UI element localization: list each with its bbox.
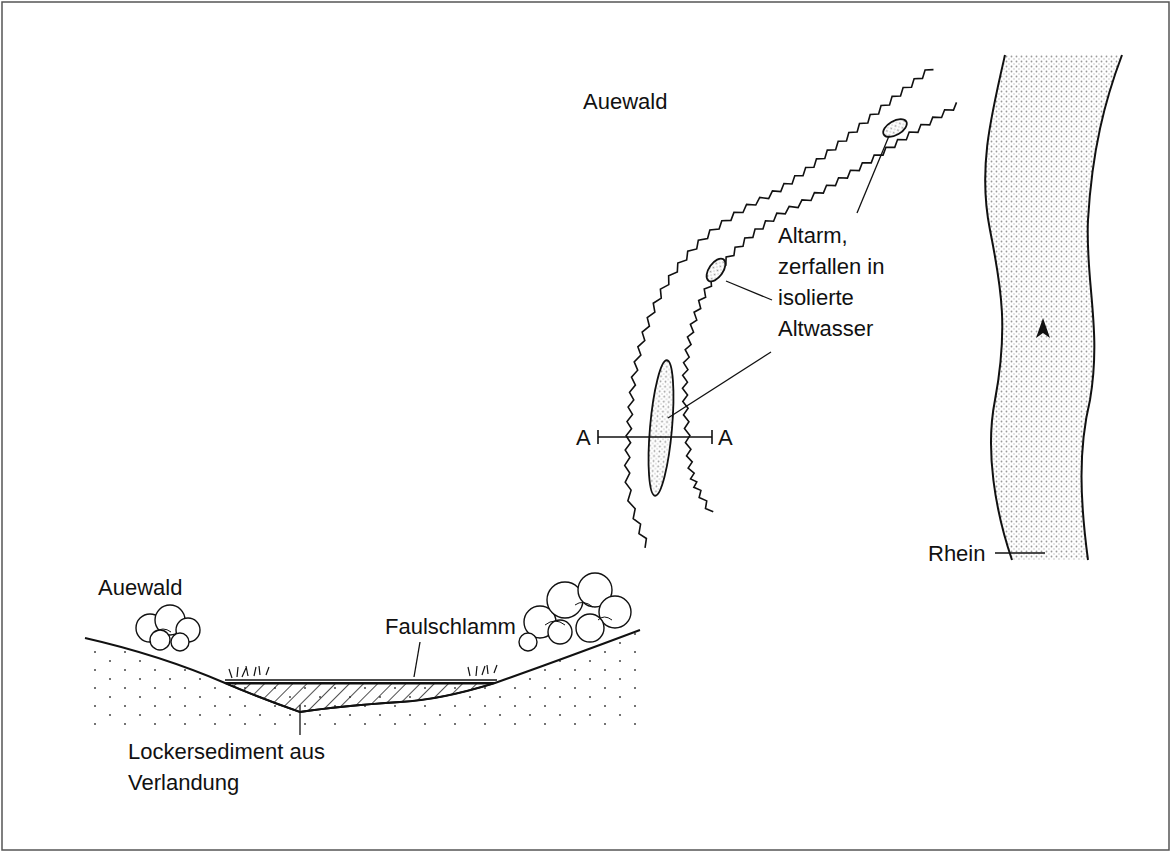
callout-label: Altarm, zerfallen in isolierte Altwasser — [778, 220, 918, 344]
section-letter: A — [718, 422, 733, 453]
leader-line — [726, 281, 772, 300]
river-fill — [985, 55, 1122, 560]
tree-symbol — [136, 605, 200, 651]
region-label: Auewald — [98, 572, 182, 603]
leader-line — [299, 705, 300, 735]
layer-label: Lockersediment aus Verlandung — [128, 736, 348, 798]
oxbow-pool — [703, 255, 729, 284]
forest-edge — [682, 102, 956, 511]
layer-label: Faulschlamm — [385, 611, 516, 642]
section-tick — [711, 430, 713, 444]
section-line — [598, 436, 712, 438]
region-label: Auewald — [583, 86, 667, 117]
river-label: Rhein — [928, 538, 985, 569]
section-tick — [597, 430, 599, 444]
river-bank — [1082, 55, 1123, 560]
leader-line — [995, 552, 1045, 553]
section-letter: A — [576, 422, 591, 453]
leader-line — [668, 352, 771, 418]
leader-line — [414, 642, 420, 677]
sludge-line — [225, 679, 497, 681]
ground-dots — [85, 620, 645, 730]
forest-edge — [625, 70, 934, 548]
sediment-fill — [225, 683, 495, 712]
reed-symbol — [229, 665, 497, 678]
flow-arrow — [1036, 318, 1050, 338]
oxbow-pool — [880, 115, 910, 140]
floodplain-forest — [625, 70, 957, 548]
river-bank — [985, 55, 1012, 560]
tree-symbol — [519, 573, 631, 651]
oxbow-pool — [644, 359, 678, 496]
tree-detail — [155, 602, 612, 632]
sludge-line — [232, 684, 490, 685]
leader-line — [857, 136, 889, 213]
